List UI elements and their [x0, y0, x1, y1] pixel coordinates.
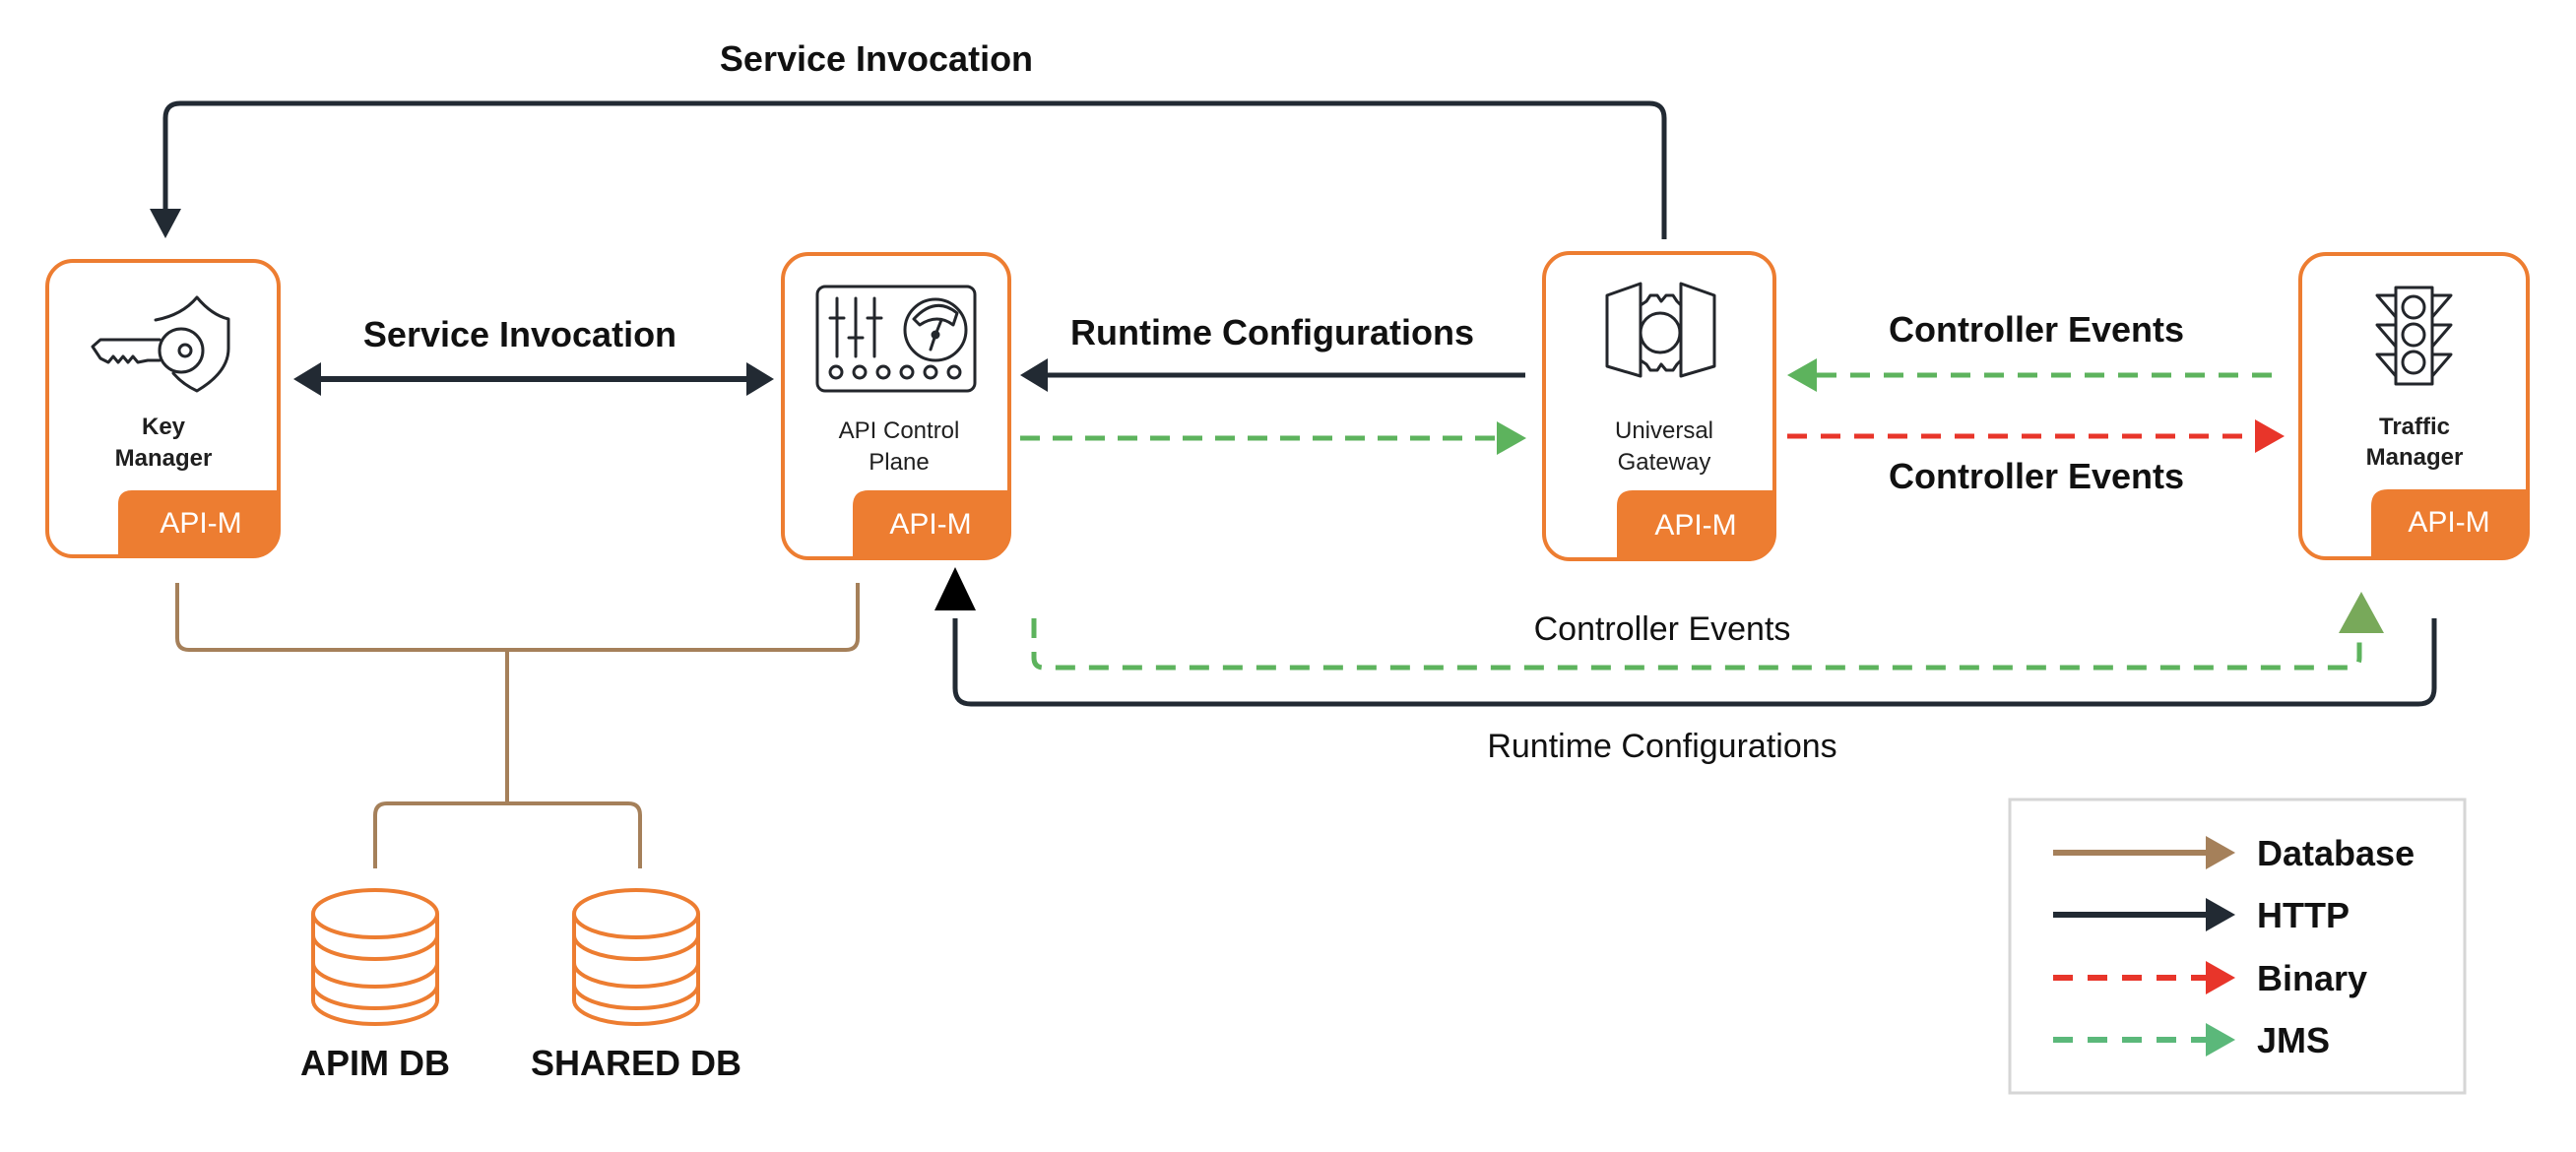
- connection-label: Controller Events: [1889, 456, 2184, 496]
- node-name-line1: API Control: [839, 417, 960, 444]
- jms-line: [1031, 618, 2362, 671]
- connection-runtime-configurations-upper: Runtime Configurations: [1020, 312, 1525, 392]
- badge-label: API-M: [160, 507, 241, 540]
- database-cylinder-icon: [311, 888, 439, 1026]
- gateway-gear-icon: [1605, 282, 1716, 378]
- arrow-up-icon: [2339, 592, 2384, 633]
- node-badge: [118, 490, 279, 556]
- db-line-key-manager: [175, 583, 495, 652]
- database-cylinder-icon: [572, 888, 700, 1026]
- db-branch: [373, 801, 642, 868]
- legend-frame: [2008, 798, 2467, 1095]
- node-name-line1: Traffic: [2379, 414, 2450, 440]
- legend-label: Database: [2257, 833, 2415, 873]
- arrow-up-icon: [934, 567, 976, 610]
- legend: Database HTTP Binary JMS: [2008, 798, 2467, 1095]
- http-line: [952, 618, 2437, 707]
- connection-label: Controller Events: [1889, 309, 2184, 350]
- arrow-right-icon: [2206, 1023, 2235, 1056]
- connection-runtime-configurations-lower: Runtime Configurations: [934, 567, 2437, 765]
- arrow-right-icon: [2206, 961, 2235, 994]
- node-name-line1: Universal: [1615, 417, 1713, 444]
- arrow-down-icon: [150, 209, 181, 238]
- legend-item-database: Database: [2053, 833, 2415, 873]
- database-shared-db: SHARED DB: [531, 888, 741, 1083]
- node-badge: [853, 490, 1009, 558]
- node-traffic-manager[interactable]: API-M Traffic Manager: [2298, 252, 2533, 563]
- connection-controller-events-binary: Controller Events: [1787, 419, 2285, 496]
- arrow-right-icon: [2255, 419, 2285, 453]
- db-line-api-control-plane: [495, 583, 860, 652]
- node-name-line2: Gateway: [1618, 449, 1711, 476]
- arrow-left-icon: [1020, 358, 1048, 392]
- node-badge: [1617, 490, 1774, 559]
- badge-label: API-M: [1654, 509, 1736, 542]
- node-universal-gateway[interactable]: API-M Universal Gateway: [1542, 251, 1778, 563]
- connection-label: Runtime Configurations: [1487, 728, 1836, 765]
- node-name-line2: Manager: [2366, 444, 2464, 471]
- arrow-left-icon: [293, 362, 321, 396]
- traffic-light-icon: [2375, 286, 2453, 386]
- arrow-right-icon: [2206, 898, 2235, 931]
- arrow-right-icon: [746, 362, 774, 396]
- legend-item-jms: JMS: [2053, 1020, 2330, 1060]
- connection-label: Runtime Configurations: [1070, 312, 1474, 352]
- badge-label: API-M: [889, 508, 971, 541]
- legend-label: JMS: [2257, 1020, 2330, 1060]
- database-label: SHARED DB: [531, 1043, 741, 1083]
- connection-controller-events-lower: Controller Events: [1031, 592, 2384, 671]
- node-api-control-plane[interactable]: API-M API Control Plane: [781, 252, 1014, 563]
- connection-controller-events-upper: Controller Events: [1787, 309, 2285, 392]
- node-name-line1: Key: [142, 414, 186, 440]
- connection-label: Controller Events: [1534, 610, 1791, 648]
- legend-item-binary: Binary: [2053, 958, 2367, 998]
- connection-mid-service-invocation: Service Invocation: [293, 314, 774, 396]
- badge-label: API-M: [2408, 506, 2489, 539]
- connection-label: Service Invocation: [720, 38, 1033, 79]
- legend-label: HTTP: [2257, 895, 2350, 935]
- connection-top-service-invocation: Service Invocation: [150, 38, 1667, 239]
- control-panel-icon: [815, 285, 977, 393]
- legend-label: Binary: [2257, 958, 2367, 998]
- database-label: APIM DB: [300, 1043, 450, 1083]
- arrow-right-icon: [2206, 836, 2235, 869]
- node-badge: [2371, 489, 2528, 558]
- database-connectors: [175, 583, 860, 868]
- node-name-line2: Plane: [869, 449, 929, 476]
- key-shield-icon: [91, 295, 230, 393]
- arrow-left-icon: [1787, 358, 1817, 392]
- connection-label: Service Invocation: [363, 314, 676, 354]
- connection-acp-to-gateway-jms: [1020, 421, 1526, 455]
- database-apim-db: APIM DB: [300, 888, 450, 1083]
- node-name-line2: Manager: [115, 445, 213, 472]
- legend-item-http: HTTP: [2053, 895, 2350, 935]
- arrow-right-icon: [1497, 421, 1526, 455]
- http-line: [162, 100, 1667, 239]
- node-key-manager[interactable]: API-M Key Manager: [45, 259, 286, 561]
